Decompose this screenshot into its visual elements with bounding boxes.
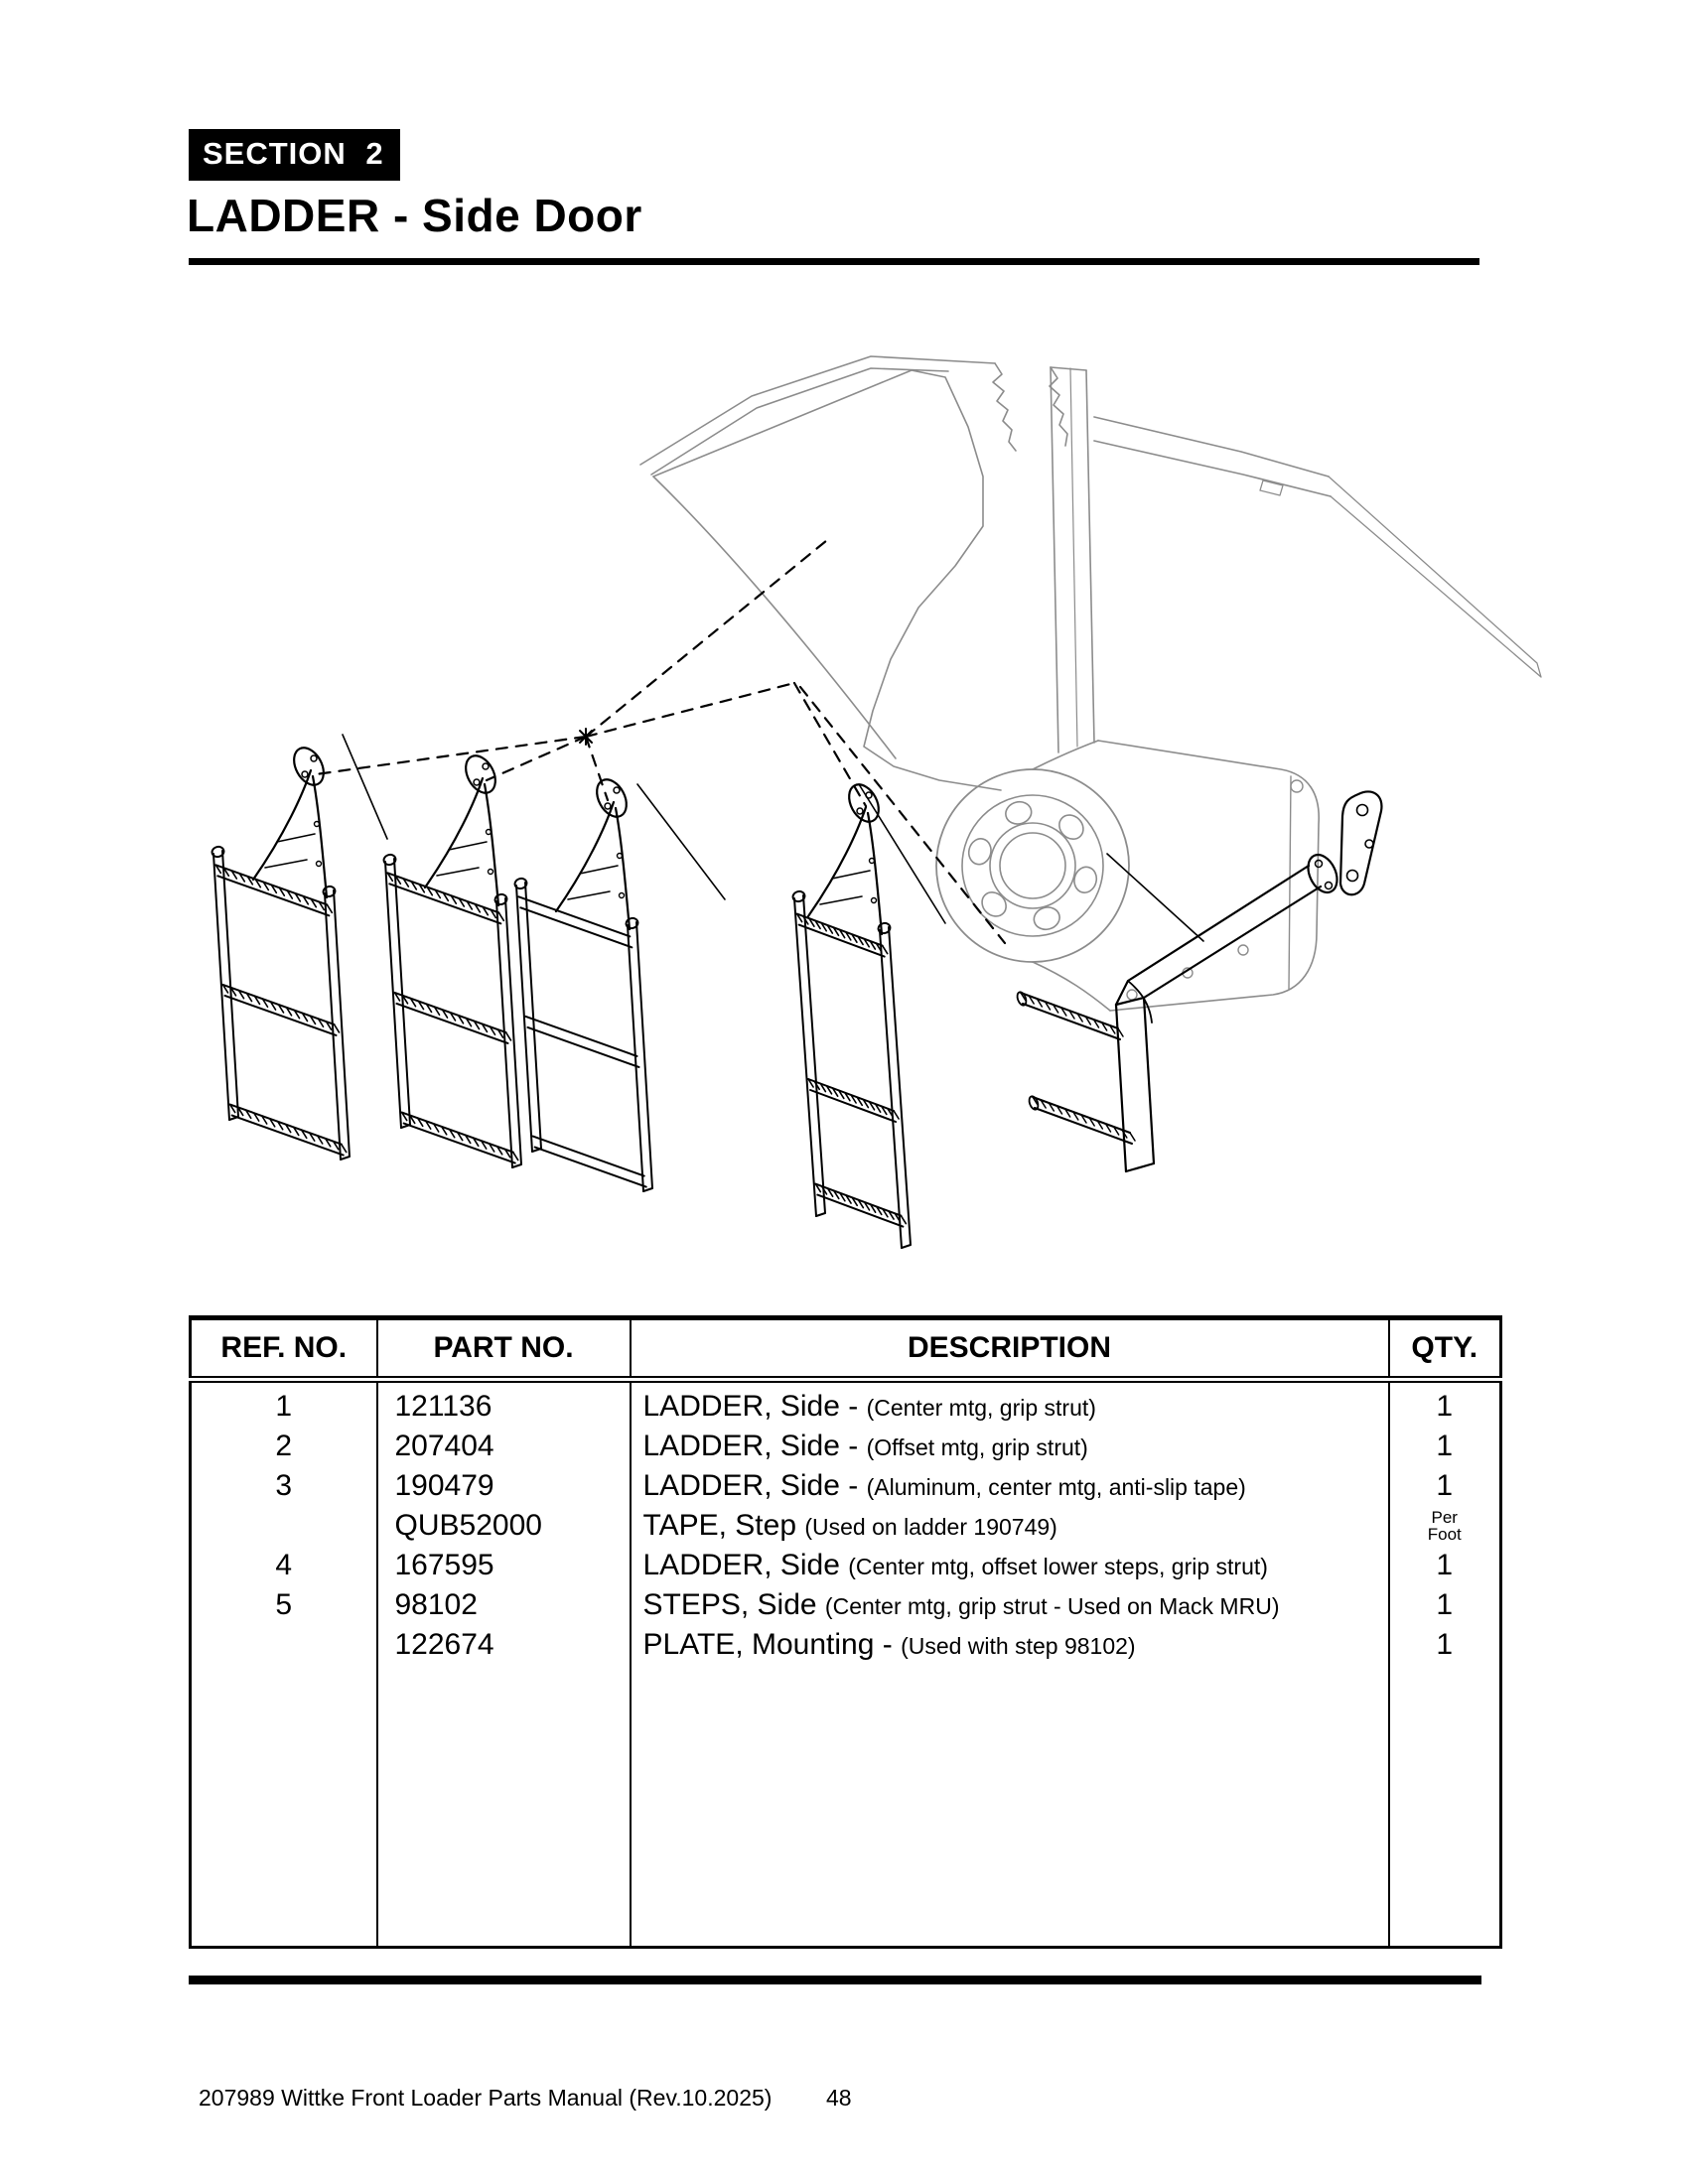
part-no-cell: 207404 [375,1427,631,1466]
ref-no-cell: 3 [275,1469,293,1503]
col-header-qty: QTY. [1387,1317,1501,1383]
truck-arm-illustration [639,355,1542,1012]
ladder-4-illustration [791,783,912,1249]
description-cell: LADDER, Side - (Aluminum, center mtg, an… [629,1466,1389,1506]
part-no-cell: QUB52000 [375,1506,631,1546]
description-cell: STEPS, Side (Center mtg, grip strut - Us… [629,1585,1389,1625]
part-no-cell: 167595 [375,1546,631,1585]
part-no-cell: 121136 [375,1379,631,1427]
qty-cell: 1 [1387,1427,1501,1466]
ref-no-cell: 5 [275,1588,293,1622]
description-cell: PLATE, Mounting - (Used with step 98102) [629,1625,1389,1665]
part-no-cell: 122674 [375,1625,631,1665]
ref-no-cell: 1 [275,1390,293,1424]
ladder-3-illustration [513,778,653,1192]
table-header-row: REF. NO. PART NO. DESCRIPTION QTY. [190,1317,1501,1383]
page-title: LADDER - Side Door [187,190,642,241]
col-header-ref: REF. NO. [190,1317,377,1383]
qty-cell: 1 [1387,1625,1501,1665]
part-no-cell: 190479 [375,1466,631,1506]
dashed-leader-lines [314,534,1007,945]
qty-cell: 1 [1387,1379,1501,1427]
ref-no-cell: 2 [275,1430,293,1463]
description-cell: LADDER, Side - (Center mtg, grip strut) [629,1379,1389,1427]
footer-page-number: 48 [826,2085,852,2111]
callout-leader-lines [342,734,1204,942]
ref-no-cell [191,1625,377,1665]
table-filler-row [191,1665,1501,1948]
part-no-cell: 98102 [375,1585,631,1625]
qty-cell: 1 [1387,1546,1501,1585]
description-cell: TAPE, Step (Used on ladder 190749) [629,1506,1389,1546]
qty-cell: 1 [1387,1585,1501,1625]
ladder-1-illustration [211,747,351,1160]
bottom-rule [189,1976,1481,1984]
section-badge-label: SECTION 2 [203,136,384,171]
description-cell: LADDER, Side (Center mtg, offset lower s… [629,1546,1389,1585]
mounting-plate-illustration [1338,790,1383,896]
description-cell: LADDER, Side - (Offset mtg, grip strut) [629,1427,1389,1466]
col-header-desc: DESCRIPTION [629,1317,1389,1383]
footer-text: 207989 Wittke Front Loader Parts Manual … [199,2085,773,2111]
qty-cell: 1 [1387,1466,1501,1506]
ref-no-cell: 4 [275,1549,293,1582]
col-header-part: PART NO. [375,1317,631,1383]
ladder-2-illustration [382,754,522,1168]
section-badge: SECTION 2 [189,129,400,181]
header-rule [189,258,1479,265]
ref-no-cell [191,1506,377,1546]
steps-5-illustration [1016,853,1338,1173]
